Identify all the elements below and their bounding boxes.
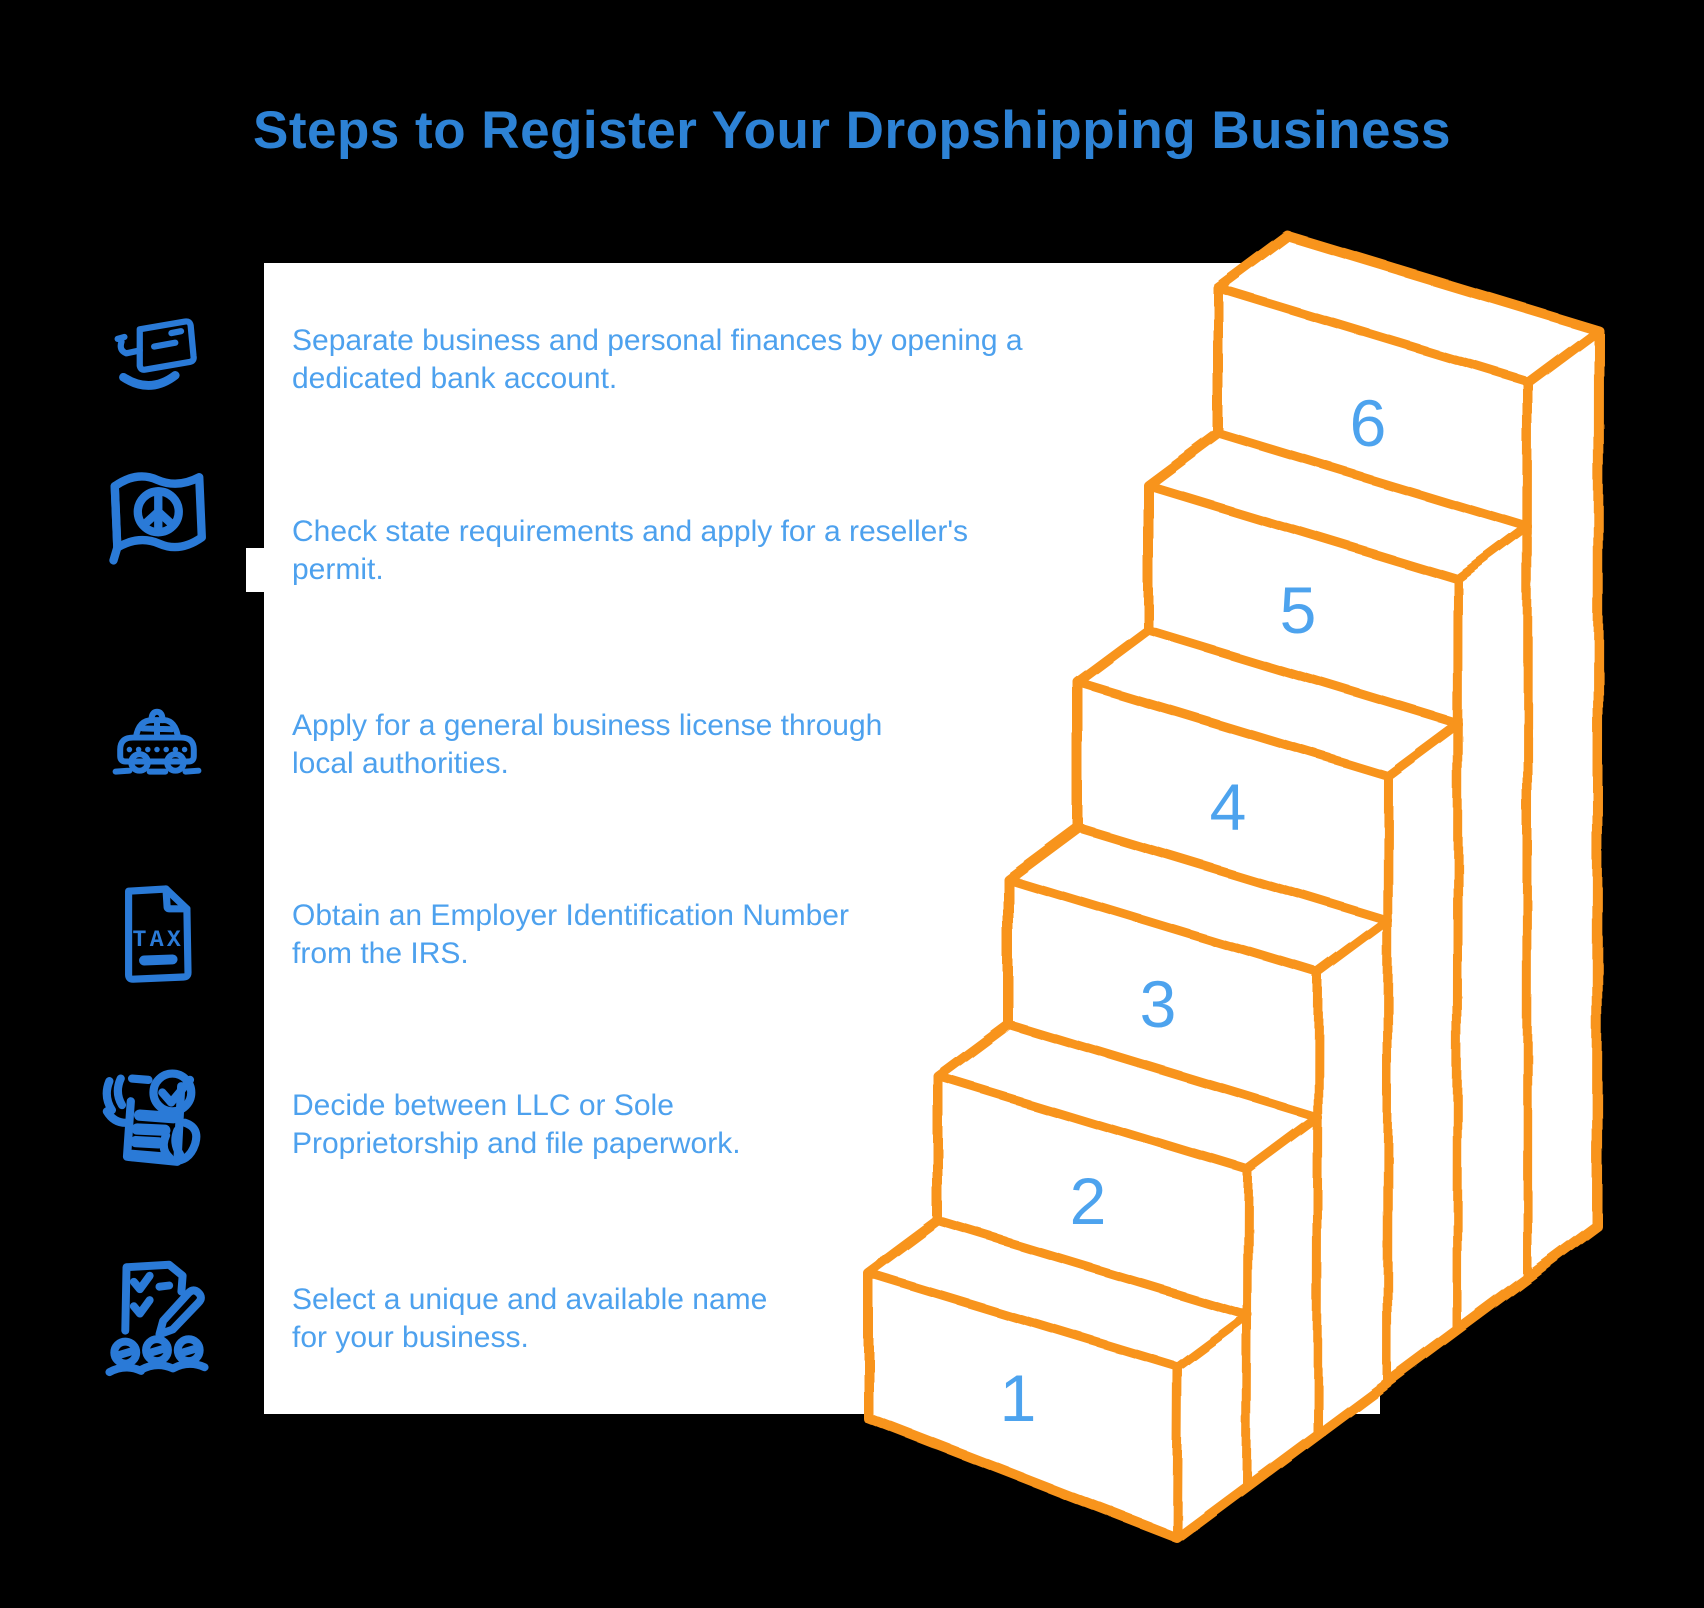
checklist-hands-icon [93, 1063, 219, 1195]
step-list-item: Select a unique and available name for y… [292, 1281, 1092, 1357]
page-title: Steps to Register Your Dropshipping Busi… [253, 101, 1451, 160]
content-panel [264, 263, 1380, 1414]
step-text: Separate business and personal finances … [292, 324, 1023, 395]
step-text: Select a unique and available name for y… [292, 1283, 768, 1354]
taxi-icon [91, 698, 223, 790]
naming-checklist-icon [96, 1251, 218, 1381]
tax-label: TAX [133, 927, 184, 953]
hand-credit-card-icon [95, 312, 221, 408]
step-text: Decide between LLC or Sole Proprietorshi… [292, 1089, 741, 1160]
tax-document-icon: TAX [100, 868, 210, 998]
peace-flag-icon [93, 450, 221, 594]
step-list-item: Decide between LLC or Sole Proprietorshi… [292, 1087, 1092, 1163]
panel-notch [246, 548, 266, 592]
step-text: Apply for a general business license thr… [292, 709, 883, 780]
step-text: Obtain an Employer Identification Number… [292, 899, 849, 970]
step-text: Check state requirements and apply for a… [292, 515, 969, 586]
step-list-item: Apply for a general business license thr… [292, 707, 1092, 783]
step-list-item: Separate business and personal finances … [292, 322, 1092, 398]
step-list-item: Obtain an Employer Identification Number… [292, 897, 1092, 973]
step-list-item: Check state requirements and apply for a… [292, 513, 1092, 589]
